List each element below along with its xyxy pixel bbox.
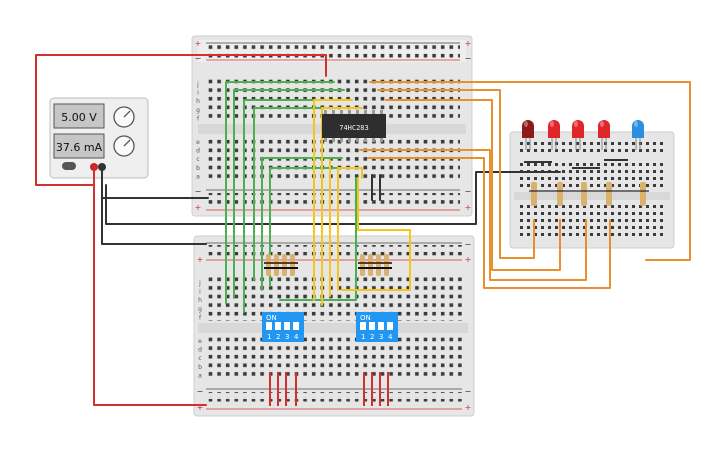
- dip1-on-label: ON: [266, 314, 277, 322]
- row-letter: g: [198, 306, 202, 313]
- led-resistors[interactable]: [529, 182, 649, 206]
- dip-position-label: 3: [285, 333, 289, 341]
- rail-sign-minus: −: [465, 187, 472, 196]
- wires[interactable]: [35, 54, 691, 406]
- rail-sign-plus: +: [465, 403, 472, 412]
- dip-position-label: 1: [361, 333, 365, 341]
- dip-position-label: 2: [276, 333, 280, 341]
- row-letter: b: [196, 165, 200, 172]
- power-supply[interactable]: [49, 97, 149, 179]
- red-led[interactable]: [598, 120, 610, 150]
- row-letter: e: [198, 338, 202, 345]
- dip-position-label: 4: [388, 333, 393, 341]
- rail-sign-plus: +: [195, 39, 202, 48]
- dip-position-label: 4: [294, 333, 299, 341]
- rail-sign-plus: +: [197, 403, 204, 412]
- rail-sign-plus: +: [465, 39, 472, 48]
- current-readout: 37.6 mA: [56, 141, 103, 154]
- ic-74hc283[interactable]: 74HC283: [322, 110, 386, 142]
- row-letter: f: [199, 314, 202, 321]
- rail-sign-minus: −: [195, 54, 202, 63]
- row-letter: j: [196, 81, 199, 88]
- row-letter: j: [198, 280, 201, 287]
- dip-position-label: 3: [379, 333, 383, 341]
- rail-sign-minus: −: [195, 187, 202, 196]
- rail-sign-plus: +: [197, 255, 204, 264]
- rail-sign-minus: −: [197, 387, 204, 396]
- row-letter: i: [197, 90, 199, 97]
- breadboard-bottom[interactable]: [193, 235, 475, 417]
- dark-red-led[interactable]: [522, 120, 534, 150]
- row-letter: e: [196, 139, 200, 146]
- red-led[interactable]: [548, 120, 560, 150]
- resistor-bank-right[interactable]: [358, 254, 392, 276]
- led-row: [522, 120, 644, 150]
- row-letter: f: [197, 115, 200, 122]
- dip-position-label: 1: [267, 333, 271, 341]
- row-letter: c: [196, 156, 199, 163]
- power-switch[interactable]: [62, 162, 76, 170]
- rail-sign-plus: +: [465, 255, 472, 264]
- row-letter: a: [198, 372, 202, 379]
- row-letter: g: [196, 107, 200, 114]
- rail-sign-minus: −: [465, 54, 472, 63]
- chip-label: 74HC283: [339, 124, 369, 132]
- row-letter: a: [196, 173, 200, 180]
- rail-sign-minus: −: [465, 387, 472, 396]
- voltage-readout: 5.00 V: [61, 111, 97, 124]
- rail-sign-plus: +: [195, 203, 202, 212]
- row-letter: d: [196, 148, 200, 155]
- rail-sign-plus: +: [465, 203, 472, 212]
- row-letter: h: [196, 98, 200, 105]
- red-led[interactable]: [572, 120, 584, 150]
- rail-sign-minus: −: [465, 240, 472, 249]
- row-letter: b: [198, 364, 202, 371]
- row-letter: h: [198, 297, 202, 304]
- dip2-on-label: ON: [360, 314, 371, 322]
- dip-position-label: 2: [370, 333, 374, 341]
- resistor-bank-left[interactable]: [264, 254, 298, 276]
- blue-led[interactable]: [632, 120, 644, 150]
- row-letter: i: [199, 289, 201, 296]
- bottom-red-jumpers[interactable]: [269, 372, 389, 406]
- row-letter: c: [198, 355, 201, 362]
- led-ground-jumpers[interactable]: [524, 159, 628, 169]
- row-letter: d: [198, 347, 202, 354]
